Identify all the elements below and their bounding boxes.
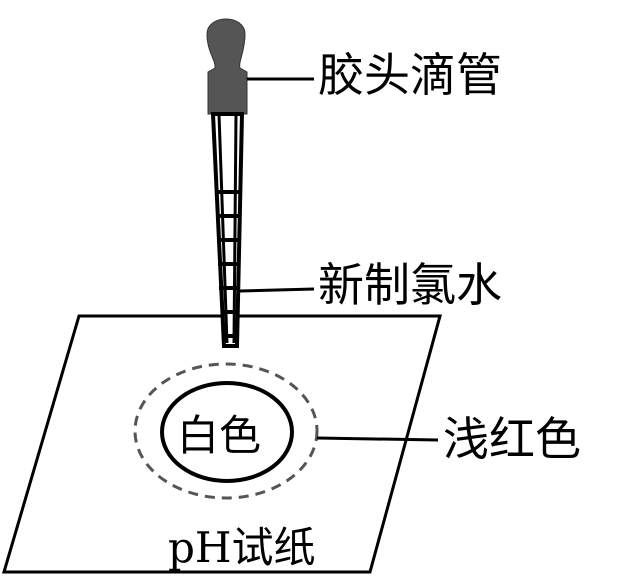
light-red-leader-line: [316, 436, 439, 442]
dropper-label: 胶头滴管: [318, 48, 502, 102]
light-red-ring: [133, 362, 319, 500]
dropper-bulb: [206, 18, 248, 115]
ph-paper-label: pH试纸: [168, 523, 316, 572]
white-zone-circle: [160, 381, 294, 483]
dropper-tube-inner-left: [217, 113, 229, 344]
chlorine-water-marks: [216, 190, 240, 338]
white-zone-label: 白色: [177, 411, 262, 460]
dropper-tube-inner-right: [232, 113, 238, 344]
chlorine-water-label: 新制氯水: [318, 258, 502, 312]
light-red-label: 浅红色: [443, 412, 581, 466]
chlorine-leader-line: [239, 287, 315, 293]
